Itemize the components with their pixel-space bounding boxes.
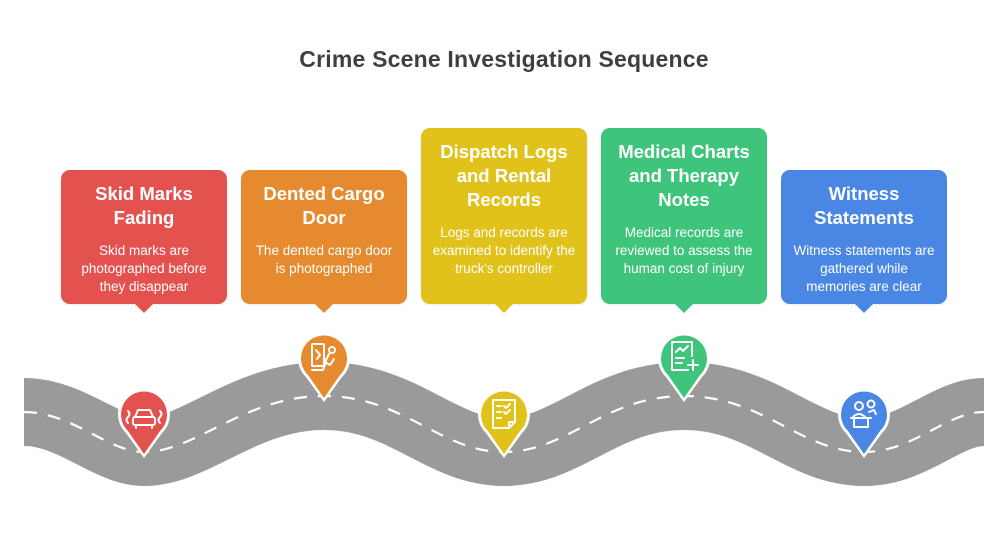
step-card-skid-marks: Skid Marks Fading Skid marks are photogr… <box>61 170 227 313</box>
step-description: Witness statements are gathered while me… <box>793 243 935 294</box>
step-heading: Dented Cargo Door <box>263 183 385 228</box>
step-heading: Medical Charts and Therapy Notes <box>618 141 750 210</box>
step-card-medical-charts: Medical Charts and Therapy Notes Medical… <box>601 128 767 313</box>
page-title: Crime Scene Investigation Sequence <box>299 46 709 72</box>
medical-record-icon <box>658 332 710 402</box>
step-card-dented-door: Dented Cargo Door The dented cargo door … <box>241 170 407 313</box>
step-heading: Skid Marks Fading <box>95 183 193 228</box>
step-description: Medical records are reviewed to assess t… <box>615 225 753 276</box>
step-card-dispatch-logs: Dispatch Logs and Rental Records Logs an… <box>421 128 587 313</box>
step-heading: Dispatch Logs and Rental Records <box>440 141 568 210</box>
step-description: Skid marks are photographed before they … <box>81 243 207 294</box>
witness-people-icon <box>838 388 890 458</box>
car-skid-icon <box>118 388 171 458</box>
step-card-witness: Witness Statements Witness statements ar… <box>781 170 947 313</box>
camera-photograph-icon <box>298 332 350 402</box>
step-description: The dented cargo door is photographed <box>255 243 393 276</box>
step-heading: Witness Statements <box>814 183 914 228</box>
checklist-document-icon <box>478 388 530 458</box>
step-description: Logs and records are examined to identif… <box>432 225 576 276</box>
